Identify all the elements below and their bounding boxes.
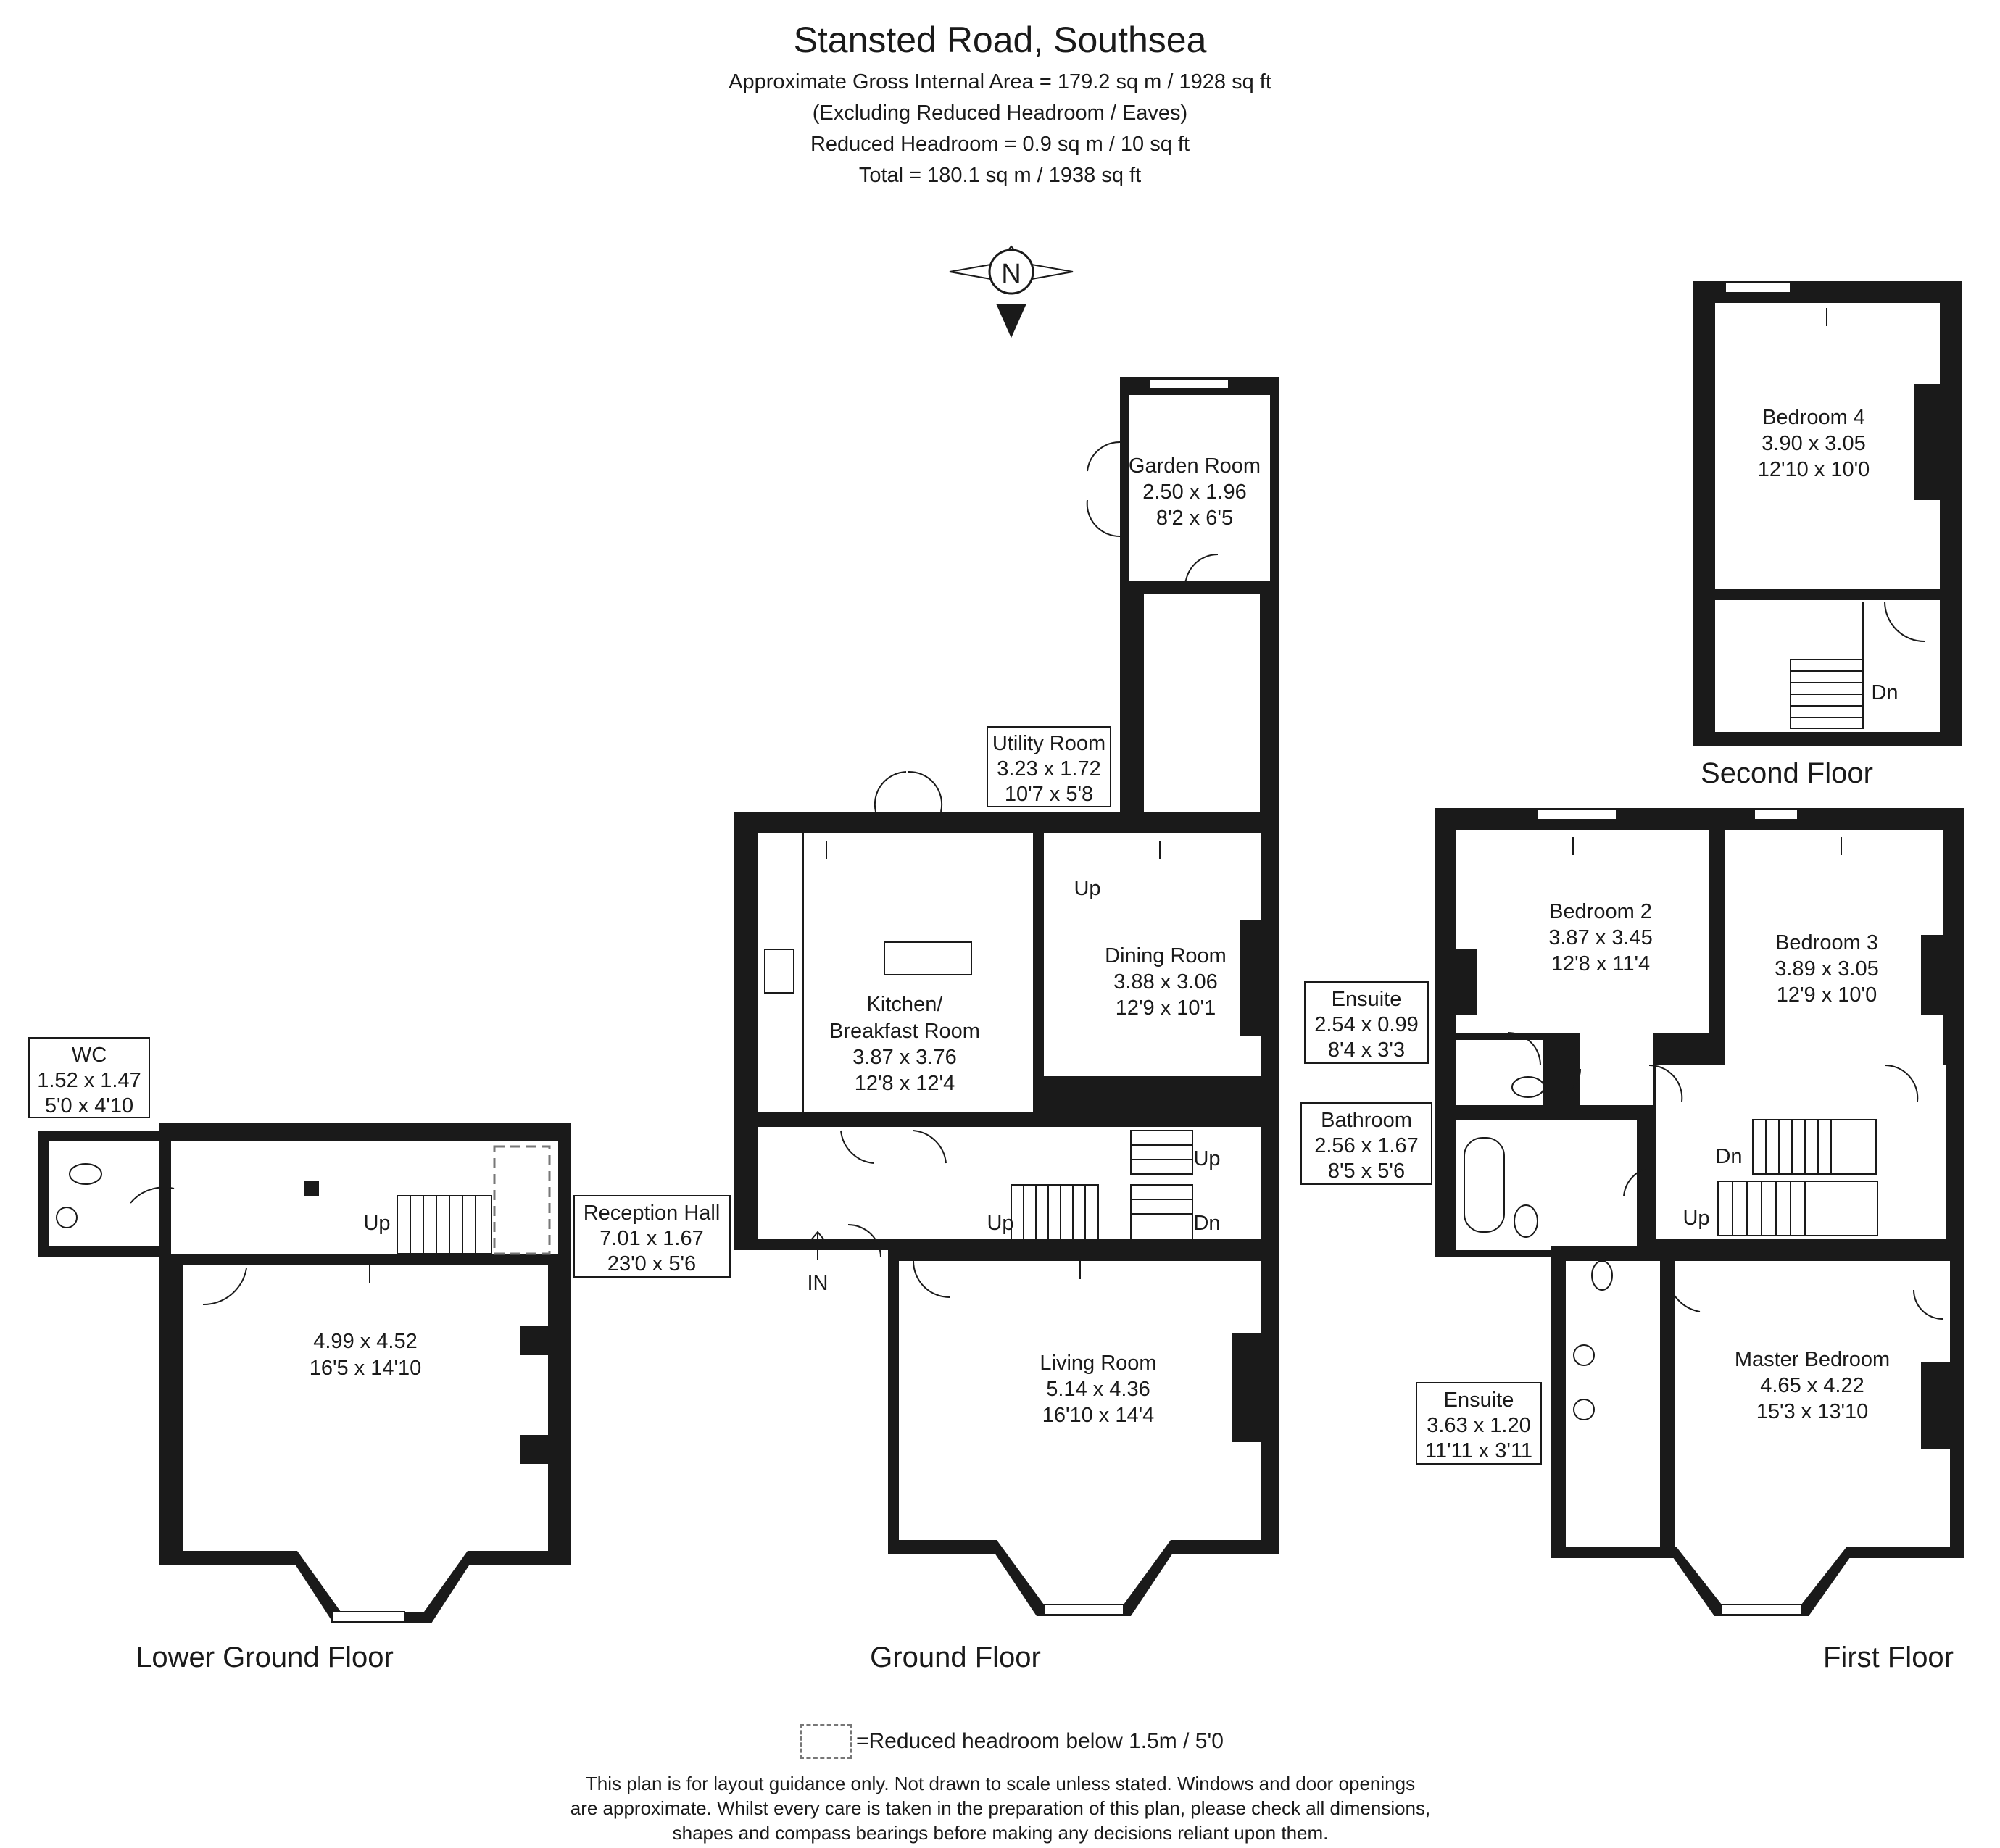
room-imperial-kitchen: 12'8 x 12'4 <box>855 1072 955 1095</box>
ground-floor <box>734 377 1279 1616</box>
plan-title: Stansted Road, Southsea <box>793 20 1207 60</box>
gross-area-line: Approximate Gross Internal Area = 179.2 … <box>729 70 1271 93</box>
room-metric-dining: 3.88 x 3.06 <box>1113 970 1218 994</box>
excluding-line: (Excluding Reduced Headroom / Eaves) <box>812 101 1188 125</box>
second-floor <box>1693 281 1962 746</box>
room-metric-bedroom3: 3.89 x 3.05 <box>1775 957 1879 981</box>
disclaimer-line-2: are approximate. Whilst every care is ta… <box>570 1797 1431 1819</box>
room-imperial-dining: 12'9 x 10'1 <box>1116 996 1216 1020</box>
room-metric-reception: 7.01 x 1.67 <box>599 1227 704 1250</box>
room-imperial-ensuite2: 11'11 x 3'11 <box>1425 1439 1532 1462</box>
room-imperial-master: 15'3 x 13'10 <box>1756 1400 1869 1423</box>
stair-down-second: Dn <box>1871 681 1898 704</box>
room-metric-ensuite2: 3.63 x 1.20 <box>1427 1414 1531 1437</box>
room-metric-bedroom4: 3.90 x 3.05 <box>1762 432 1866 455</box>
room-metric-garden: 2.50 x 1.96 <box>1142 480 1247 504</box>
room-name-utility: Utility Room <box>992 732 1105 755</box>
floor-label-first: First Floor <box>1823 1641 1954 1673</box>
room-imperial-living: 16'10 x 14'4 <box>1042 1404 1155 1427</box>
room-imperial-bedroom4: 12'10 x 10'0 <box>1758 458 1870 481</box>
legend: =Reduced headroom below 1.5m / 5'0 <box>800 1724 1224 1759</box>
disclaimer-line-1: This plan is for layout guidance only. N… <box>585 1773 1416 1794</box>
stair-down-hall: Dn <box>1193 1212 1220 1235</box>
legend-text: =Reduced headroom below 1.5m / 5'0 <box>856 1729 1224 1753</box>
total-area-line: Total = 180.1 sq m / 1938 sq ft <box>858 164 1142 187</box>
floor-label-ground: Ground Floor <box>870 1641 1041 1673</box>
room-imperial-utility: 10'7 x 5'8 <box>1005 783 1093 806</box>
room-metric-living: 5.14 x 4.36 <box>1046 1378 1150 1401</box>
room-name-dining: Dining Room <box>1105 944 1227 967</box>
room-name-garden: Garden Room <box>1129 454 1261 478</box>
disclaimer: This plan is for layout guidance only. N… <box>435 1771 1566 1845</box>
room-name-wc: WC <box>72 1044 107 1067</box>
room-imperial-ensuite1: 8'4 x 3'3 <box>1328 1039 1405 1062</box>
stair-up-dining: Up <box>1074 877 1100 900</box>
room-name-master: Master Bedroom <box>1735 1348 1890 1371</box>
room-name-bedroom4: Bedroom 4 <box>1762 406 1865 429</box>
room-imperial-bedroom2: 12'8 x 11'4 <box>1551 952 1650 975</box>
lower-ground-floor <box>38 1123 571 1623</box>
room-imperial-bedroom3: 12'9 x 10'0 <box>1777 983 1877 1007</box>
room-name-ensuite1: Ensuite <box>1332 988 1402 1011</box>
stair-down-first: Dn <box>1715 1145 1742 1168</box>
first-floor <box>1435 808 1964 1616</box>
reduced-headroom-line: Reduced Headroom = 0.9 sq m / 10 sq ft <box>810 133 1190 156</box>
dimension-arrows <box>369 308 1842 1283</box>
room-metric-ensuite1: 2.54 x 0.99 <box>1314 1013 1419 1036</box>
stair-up-hall: Up <box>987 1212 1013 1235</box>
room-metric-bathroom: 2.56 x 1.67 <box>1314 1134 1419 1157</box>
entrance-label: IN <box>808 1272 829 1295</box>
reduced-headroom-area <box>493 1145 551 1255</box>
stair-up-lg: Up <box>363 1212 390 1235</box>
stair-up-first: Up <box>1682 1207 1709 1230</box>
room-name-ensuite2: Ensuite <box>1444 1389 1514 1412</box>
compass-icon <box>949 245 1074 338</box>
room-name-living: Living Room <box>1040 1352 1156 1375</box>
room-metric-master: 4.65 x 4.22 <box>1760 1374 1864 1397</box>
room-imperial-bathroom: 8'5 x 5'6 <box>1328 1160 1405 1183</box>
floor-label-second: Second Floor <box>1701 757 1873 789</box>
room-name-bedroom2: Bedroom 2 <box>1549 900 1652 923</box>
room-imperial-lg: 16'5 x 14'10 <box>310 1357 422 1380</box>
room-metric-kitchen: 3.87 x 3.76 <box>852 1046 957 1069</box>
room-imperial-wc: 5'0 x 4'10 <box>45 1094 133 1117</box>
compass-label: N <box>1001 259 1021 289</box>
floor-label-lower-ground: Lower Ground Floor <box>136 1641 394 1673</box>
room-name-bedroom3: Bedroom 3 <box>1775 931 1878 954</box>
room-metric-lg: 4.99 x 4.52 <box>313 1330 418 1353</box>
room-metric-bedroom2: 3.87 x 3.45 <box>1548 926 1653 949</box>
room-imperial-garden: 8'2 x 6'5 <box>1156 507 1233 530</box>
room-imperial-reception: 23'0 x 5'6 <box>607 1252 696 1275</box>
room-name-reception: Reception Hall <box>584 1202 721 1225</box>
room-name-kitchen-2: Breakfast Room <box>829 1020 980 1043</box>
room-name-bathroom: Bathroom <box>1321 1109 1412 1132</box>
room-name-kitchen-1: Kitchen/ <box>867 993 944 1016</box>
room-metric-wc: 1.52 x 1.47 <box>37 1069 141 1092</box>
disclaimer-line-3: shapes and compass bearings before makin… <box>672 1822 1329 1844</box>
reduced-headroom-swatch <box>800 1724 852 1759</box>
room-metric-utility: 3.23 x 1.72 <box>997 757 1101 781</box>
stair-up-hall-2: Up <box>1193 1147 1220 1170</box>
